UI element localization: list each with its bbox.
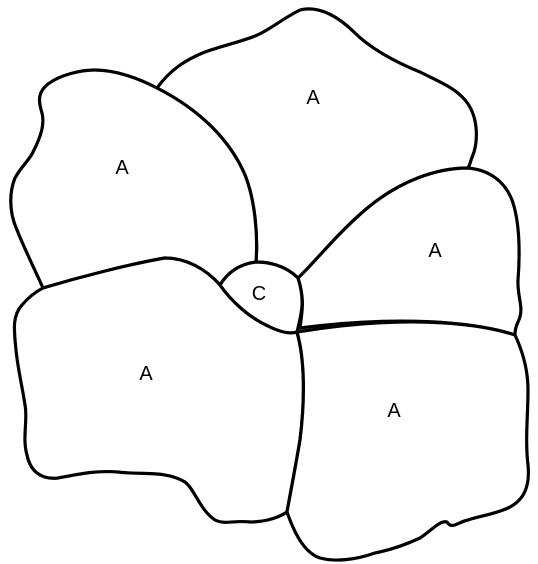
label-petal-top-left: A xyxy=(115,157,129,179)
label-petal-bottom-left: A xyxy=(139,363,153,385)
label-petal-top: A xyxy=(306,87,320,109)
label-petal-bottom-right: A xyxy=(387,400,401,422)
label-center: C xyxy=(252,283,266,305)
label-petal-right: A xyxy=(428,240,442,262)
petal-bottom-right xyxy=(287,322,528,560)
